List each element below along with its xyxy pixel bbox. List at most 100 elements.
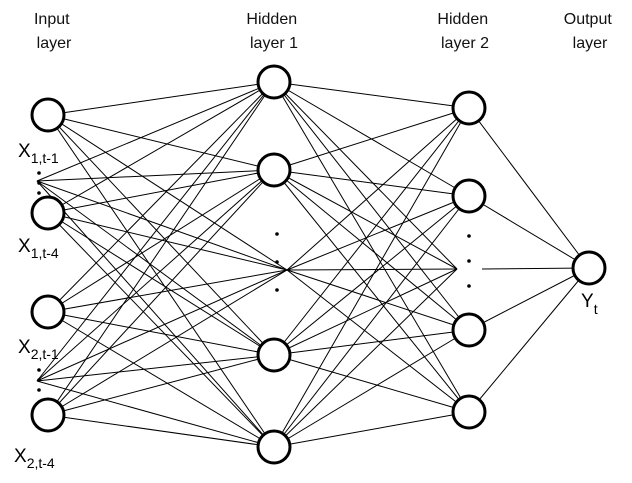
edge-input-hidden1-14	[47, 269, 288, 313]
input-label-x2-t1: X2,t-1	[18, 337, 59, 362]
edge-hidden1-hidden2-9	[273, 169, 458, 270]
hidden1-node-1	[256, 64, 292, 100]
edge-input-hidden1-16	[47, 169, 275, 416]
edge-input-hidden1-20	[36, 81, 275, 182]
output-layer-title: Output layer	[564, 11, 616, 52]
input-label-x1-t4-sub: 1,t-4	[31, 245, 59, 261]
output-layer-title-line-1: Output	[564, 11, 613, 28]
output-label-yt-main: Y	[581, 291, 594, 312]
output-label-yt: Yt	[581, 291, 598, 317]
edge-hidden1-hidden2-3	[273, 81, 470, 413]
edge-hidden1-hidden2-19	[273, 268, 458, 448]
edge-input-hidden1-5	[47, 81, 275, 214]
edge-hidden1-hidden2-17	[273, 329, 470, 448]
input-label-x1-t1-main: X	[18, 141, 31, 162]
edge-input-hidden1-4	[47, 114, 288, 271]
edge-input-hidden1-17	[47, 354, 275, 416]
edge-hidden2-output-3	[468, 267, 590, 413]
input-layer-title-line-1: Input	[34, 11, 70, 28]
hidden2-node-4	[451, 394, 487, 430]
input-layer-title: Input layer	[34, 11, 74, 52]
connections	[36, 81, 590, 448]
ellipsis-dots	[37, 171, 471, 392]
hidden2-ellipsis-dot-2	[467, 259, 471, 263]
hidden-layer-1-title: Hidden layer 1	[246, 11, 301, 52]
edge-input-hidden1-21	[36, 169, 275, 182]
edge-input-hidden1-0	[47, 81, 275, 116]
edge-input-hidden1-11	[47, 169, 275, 313]
edge-hidden1-hidden2-11	[273, 195, 470, 356]
edge-input-hidden1-13	[47, 311, 275, 448]
input-label-x2-t4: X2,t-4	[14, 446, 55, 471]
hidden1-ellipsis-dot-1	[275, 232, 279, 236]
edge-input-hidden1-6	[47, 169, 275, 214]
edge-input-hidden1-8	[47, 212, 275, 448]
output-layer-title-line-2: layer	[573, 35, 608, 52]
input-label-x1-t4: X1,t-4	[18, 236, 59, 261]
hidden-layer-2-title: Hidden layer 2	[437, 11, 492, 52]
input-label-x2-t1-sub: 2,t-1	[31, 346, 59, 362]
edge-input-hidden1-23	[36, 180, 275, 448]
edge-hidden1-hidden2-20	[286, 107, 470, 271]
edge-input-hidden1-22	[36, 180, 275, 356]
hidden2-ellipsis-dot-3	[467, 284, 471, 288]
input-ellipsis-upper-dot-3	[37, 191, 41, 195]
input-ellipsis-upper-dot-1	[37, 171, 41, 175]
edge-input-hidden1-29	[36, 269, 288, 382]
hidden2-ellipsis-dot-1	[467, 234, 471, 238]
edge-input-hidden1-18	[47, 414, 275, 448]
input-ellipsis-upper-dot-2	[37, 181, 41, 185]
hidden2-node-3	[451, 312, 487, 348]
hidden2-node-2	[451, 178, 487, 214]
edge-input-hidden1-28	[36, 380, 275, 448]
input-ellipsis-lower-dot-2	[37, 378, 41, 382]
edge-hidden1-hidden2-0	[273, 81, 470, 109]
edge-hidden1-hidden2-23	[286, 269, 470, 413]
hidden-layer-1-title-line-1: Hidden	[246, 11, 297, 28]
edge-hidden1-hidden2-8	[273, 169, 470, 413]
edge-input-hidden1-19	[47, 269, 288, 416]
edge-hidden1-hidden2-10	[273, 107, 470, 356]
input-label-x1-t1: X1,t-1	[18, 141, 59, 166]
hidden1-node-3	[256, 337, 292, 373]
edge-input-hidden1-2	[47, 114, 275, 356]
edge-input-hidden1-26	[36, 169, 275, 382]
edge-hidden1-hidden2-18	[273, 411, 470, 448]
edge-hidden1-hidden2-6	[273, 169, 470, 197]
edge-hidden1-hidden2-5	[273, 107, 470, 171]
input-node-3	[30, 294, 66, 330]
edge-hidden1-hidden2-22	[286, 269, 470, 331]
hidden1-node-2	[256, 152, 292, 188]
edge-hidden2-output-2	[468, 267, 590, 331]
hidden-layer-1-title-line-2: layer 1	[250, 35, 298, 52]
edge-input-hidden1-25	[36, 81, 275, 382]
input-label-x1-t1-sub: 1,t-1	[31, 150, 59, 166]
input-node-1	[30, 97, 66, 133]
edge-hidden1-hidden2-16	[273, 195, 470, 448]
hidden1-ellipsis-dot-3	[275, 288, 279, 292]
edge-hidden1-hidden2-7	[273, 169, 470, 331]
edge-hidden1-hidden2-13	[273, 354, 470, 413]
input-ellipsis-lower-dot-3	[37, 388, 41, 392]
edge-hidden1-hidden2-12	[273, 329, 470, 356]
edge-input-hidden1-7	[47, 212, 275, 356]
input-label-x2-t4-sub: 2,t-4	[27, 455, 55, 471]
edge-hidden2-output-0	[468, 107, 590, 269]
input-label-x2-t1-main: X	[18, 337, 31, 358]
edge-input-hidden1-9	[47, 212, 288, 271]
edge-hidden1-hidden2-4	[273, 81, 458, 270]
hidden-layer-2-title-line-2: layer 2	[441, 35, 489, 52]
edge-hidden1-hidden2-14	[273, 268, 458, 356]
edge-input-hidden1-3	[47, 114, 275, 448]
edge-hidden1-hidden2-15	[273, 107, 470, 448]
edge-input-hidden1-24	[36, 180, 288, 271]
edge-input-hidden1-1	[47, 114, 275, 171]
edge-hidden2-output-4	[481, 267, 590, 270]
input-layer-title-line-2: layer	[37, 35, 72, 52]
hidden-layer-2-title-line-1: Hidden	[437, 11, 488, 28]
hidden1-ellipsis-dot-2	[275, 260, 279, 264]
edge-hidden2-output-1	[468, 195, 590, 269]
edge-input-hidden1-27	[36, 354, 275, 382]
hidden1-node-4	[256, 429, 292, 465]
input-node-2	[30, 195, 66, 231]
